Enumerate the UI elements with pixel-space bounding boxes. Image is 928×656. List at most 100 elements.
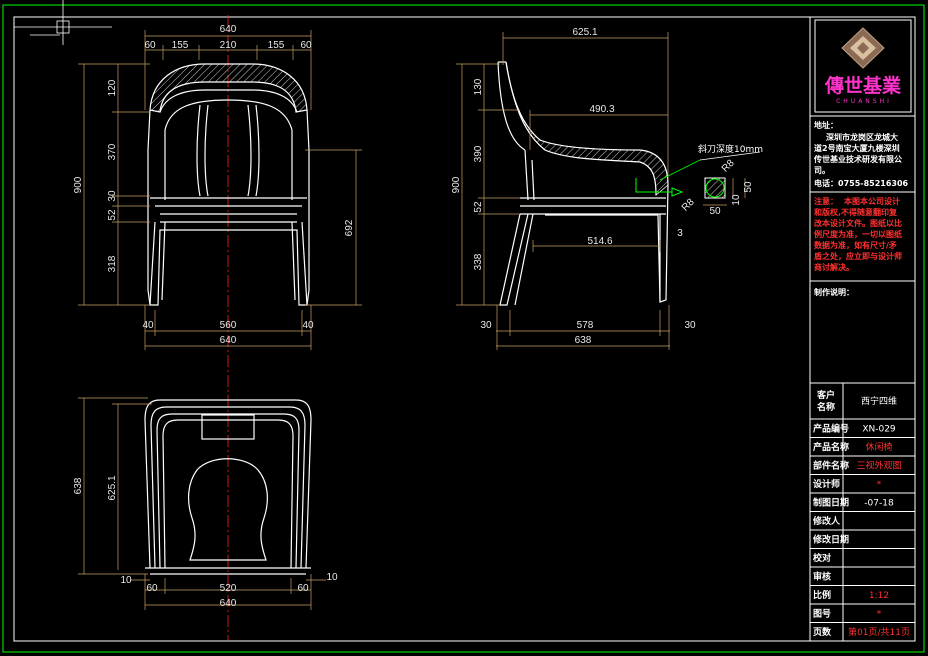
notice-label: 注意： xyxy=(814,196,838,206)
title-block-label: 设计师 xyxy=(813,478,840,490)
dim-front-right: 692 xyxy=(344,219,355,236)
notice-line-2: 和版权,不得随意翻印复 xyxy=(814,207,898,217)
title-block-label: 制图日期 xyxy=(813,496,849,508)
dim-side-inner: 490.3 xyxy=(589,104,614,115)
notice-line-1: 本图本公司设计 xyxy=(843,196,900,206)
dim-front-top-3: 210 xyxy=(220,40,237,51)
dim-front-top-2: 155 xyxy=(172,40,189,51)
dim-detail-width: 50 xyxy=(709,206,721,217)
title-block: 傳世基業 CHUANSHI 地址： 深圳市龙岗区龙城大 道2号南宝大厦九楼深圳 … xyxy=(809,17,915,642)
dim-side-left-1: 130 xyxy=(473,78,484,95)
dim-front-left-3: 30 xyxy=(107,190,118,202)
title-block-value: * xyxy=(877,480,882,490)
dim-front-bottom-total: 640 xyxy=(220,335,237,346)
title-block-label: 修改人 xyxy=(812,515,841,527)
top-view-dimensions xyxy=(78,397,326,610)
brand-name: 傳世基業 xyxy=(824,74,902,97)
dim-side-left-2: 390 xyxy=(473,145,484,162)
address-line-1: 深圳市龙岗区龙城大 xyxy=(826,132,898,142)
title-block-label: 修改日期 xyxy=(812,533,849,545)
title-block-value: 休闲椅 xyxy=(865,441,892,453)
dim-front-bottom-2: 560 xyxy=(220,320,237,331)
address-phone: 电话：0755-85216306 xyxy=(814,178,909,188)
dim-top-bottom-2: 520 xyxy=(220,583,237,594)
dim-top-bottom-1: 60 xyxy=(146,583,158,594)
top-view-dimension-text: 638 625.1 10 10 60 520 60 640 xyxy=(73,475,338,609)
dim-top-small-right: 10 xyxy=(326,572,338,583)
dim-side-left-total: 900 xyxy=(451,176,462,193)
dim-top-inner: 625.1 xyxy=(107,475,118,500)
title-block-value: 三视外观图 xyxy=(856,459,901,471)
dim-front-left-4: 52 xyxy=(107,209,118,221)
dim-front-left-2: 370 xyxy=(107,143,118,160)
dim-detail-r2: R8 xyxy=(680,197,697,214)
dim-side-top-total: 625.1 xyxy=(572,27,597,38)
notice-line-7: 商讨解决。 xyxy=(814,262,854,272)
dim-front-left-5: 318 xyxy=(107,255,118,272)
dim-side-left-3: 52 xyxy=(473,201,484,213)
title-block-rows: 客户名称 西宁四维产品编号 XN-029 产品名称 休闲椅部件名称三视外观图设计师 * 制图… xyxy=(810,383,915,642)
notice-line-3: 改本设计文件。图纸以比 xyxy=(814,218,902,228)
dim-detail-h1: 10 xyxy=(731,194,742,206)
dim-side-bottom-2: 578 xyxy=(577,320,594,331)
title-block-label: 校对 xyxy=(813,552,831,564)
dim-detail-h2: 50 xyxy=(743,181,754,193)
dim-side-left-4: 338 xyxy=(473,253,484,270)
dim-front-left-total: 900 xyxy=(73,176,84,193)
side-view-dimensions xyxy=(456,32,670,350)
address-line-2: 道2号南宝大厦九楼深圳 xyxy=(814,143,900,153)
title-block-label: 图号 xyxy=(813,608,831,619)
side-view xyxy=(497,61,669,306)
front-view xyxy=(147,63,310,306)
address-line-3: 传世基业技术研发有限公 xyxy=(813,154,902,164)
logo-icon xyxy=(841,27,885,69)
dim-front-bottom-1: 40 xyxy=(142,320,154,331)
dim-side-small: 3 xyxy=(677,228,683,239)
dim-top-left-total: 638 xyxy=(73,477,84,494)
dim-top-small-left: 10 xyxy=(120,575,132,586)
dim-side-bottom-1: 30 xyxy=(480,320,492,331)
dim-side-bottom-total: 638 xyxy=(575,335,592,346)
front-view-dimensions xyxy=(78,30,362,350)
notice-line-5: 数据为准，如有尺寸/矛 xyxy=(814,240,897,250)
title-block-value: 第01页/共11页 xyxy=(848,626,910,638)
title-block-value: 1:12 xyxy=(869,591,889,601)
address-line-4: 司。 xyxy=(814,166,830,175)
inner-frame xyxy=(13,16,916,642)
dim-front-left-1: 120 xyxy=(107,79,118,96)
dim-side-bottom-3: 30 xyxy=(684,320,696,331)
front-view-dimension-text: 640 60 155 210 155 60 900 120 370 30 52 … xyxy=(73,24,355,346)
title-block-label: 产品名称 xyxy=(813,441,849,453)
brand-sub: CHUANSHI xyxy=(836,98,892,105)
dim-front-top-total: 640 xyxy=(220,24,237,35)
dim-front-top-5: 60 xyxy=(300,40,312,51)
ucs-crosshair-icon xyxy=(14,0,112,45)
outer-frame xyxy=(2,4,925,653)
title-block-label: 部件名称 xyxy=(813,459,849,471)
dim-top-bottom-total: 640 xyxy=(220,598,237,609)
dim-side-seat-depth: 514.6 xyxy=(587,236,612,247)
title-block-label: 客户名称 xyxy=(816,389,835,413)
side-view-dimension-text: 625.1 490.3 900 130 390 52 338 514.6 3 3… xyxy=(451,27,696,346)
side-view-hatch xyxy=(505,61,669,196)
title-block-value: * xyxy=(877,609,882,619)
annotation-cut-depth: 斜刀深度10mm xyxy=(698,143,763,155)
title-block-label: 审核 xyxy=(813,570,831,582)
title-block-value: 西宁四维 xyxy=(861,395,897,407)
title-block-label: 页数 xyxy=(813,626,832,638)
dim-front-top-1: 60 xyxy=(144,40,156,51)
dim-detail-r1: R8 xyxy=(720,158,737,175)
top-view xyxy=(144,399,312,575)
dim-front-bottom-3: 40 xyxy=(302,320,314,331)
title-block-value: XN-029 xyxy=(862,424,896,434)
production-notes-label: 制作说明： xyxy=(814,287,854,297)
address-label: 地址： xyxy=(814,120,838,130)
title-block-label: 产品编号 xyxy=(813,422,849,434)
dim-top-bottom-3: 60 xyxy=(297,583,309,594)
title-block-label: 比例 xyxy=(813,589,831,601)
logo-box xyxy=(814,19,912,113)
dim-front-top-4: 155 xyxy=(268,40,285,51)
notice-line-6: 盾之处，应立即与设计师 xyxy=(814,251,902,261)
notice-line-4: 例尺度为准，一切以图纸 xyxy=(814,229,902,239)
